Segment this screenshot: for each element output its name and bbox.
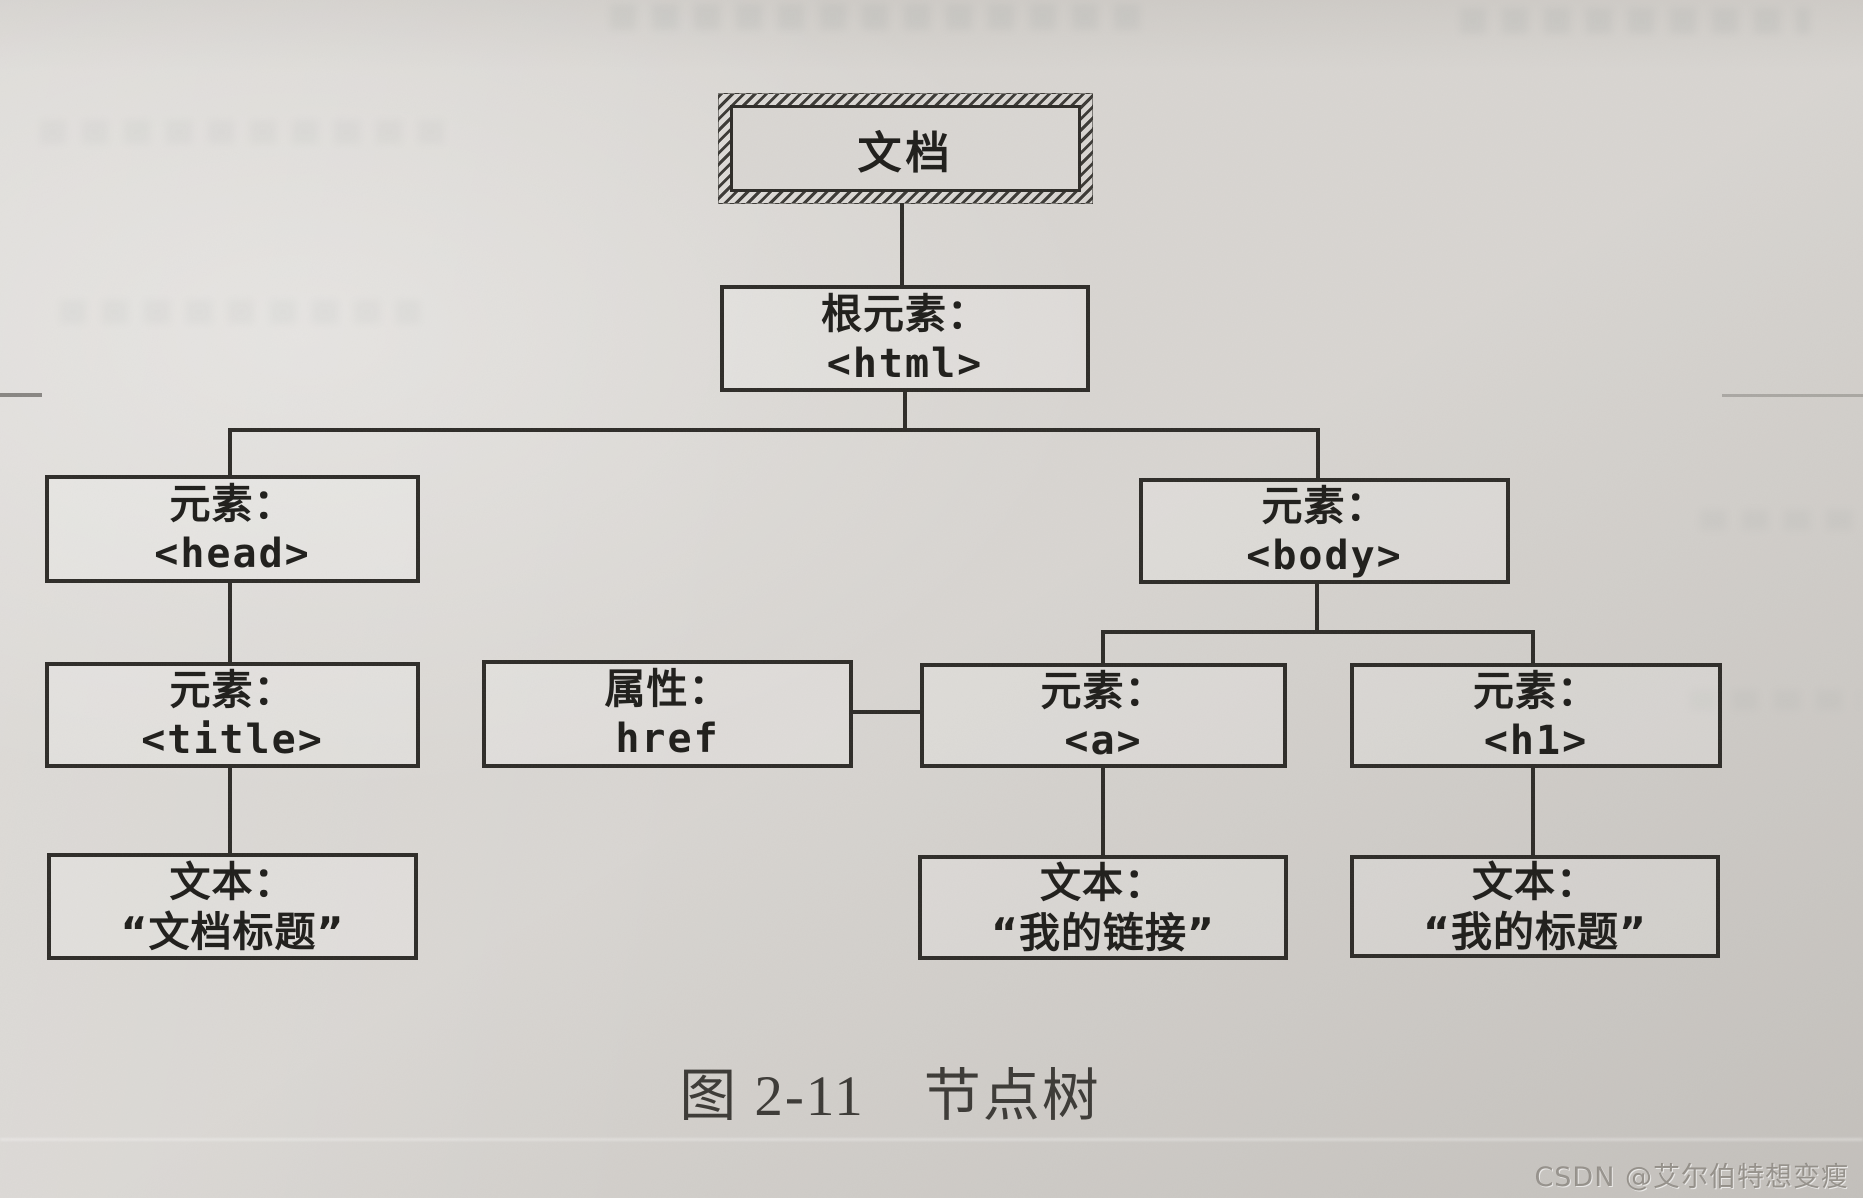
node-label: 元素： xyxy=(1261,482,1388,530)
connector-a-text xyxy=(1101,768,1105,855)
connector-title-text xyxy=(228,768,232,853)
node-h1-element: 元素： <h1> xyxy=(1350,663,1722,768)
node-attr-href: 属性： href xyxy=(482,660,853,768)
branch-line-body-children xyxy=(1101,630,1535,634)
node-label: 根元素： xyxy=(821,289,989,338)
node-text-value: “我的链接” xyxy=(991,908,1215,957)
connector-attr-a xyxy=(853,710,920,714)
node-root-element: 根元素： <html> xyxy=(720,285,1090,392)
page-crease xyxy=(0,1138,1863,1141)
node-tag: <html> xyxy=(826,340,984,387)
connector-h1-text xyxy=(1531,768,1535,855)
node-label: 文本： xyxy=(1040,858,1166,907)
watermark: CSDN @艾尔伯特想变瘦 xyxy=(1534,1162,1849,1193)
node-tag: <head> xyxy=(154,531,311,577)
node-label: 元素： xyxy=(169,666,296,714)
connector-document-root xyxy=(900,203,904,287)
node-text-my-title: 文本： “我的标题” xyxy=(1350,855,1720,958)
page-edge-mark xyxy=(1722,394,1863,397)
node-tag: <title> xyxy=(141,717,324,763)
page-edge-mark xyxy=(0,393,42,397)
node-text-value: “我的标题” xyxy=(1423,907,1647,956)
node-label: 属性： xyxy=(604,665,731,713)
node-text-doc-title: 文本： “文档标题” xyxy=(47,853,418,960)
ghost-text-band xyxy=(1700,510,1860,530)
node-a-element: 元素： <a> xyxy=(920,663,1287,768)
node-label: 文本： xyxy=(1472,857,1598,906)
node-document: 文档 xyxy=(718,93,1093,204)
connector-branch-h1 xyxy=(1531,630,1535,663)
node-tag: <h1> xyxy=(1483,717,1589,764)
node-label: 元素： xyxy=(169,480,296,528)
node-label: 元素： xyxy=(1040,666,1167,715)
node-body-element: 元素： <body> xyxy=(1139,478,1510,584)
connector-root-branch xyxy=(903,392,907,430)
node-head-element: 元素： <head> xyxy=(45,475,420,583)
connector-body-branch xyxy=(1315,584,1319,630)
connector-branch-body xyxy=(1316,428,1320,478)
node-tag: <a> xyxy=(1064,717,1143,764)
node-tag: <body> xyxy=(1246,533,1403,579)
node-document-label: 文档 xyxy=(730,105,1081,192)
branch-line-root-children xyxy=(228,428,1320,432)
ghost-text-band xyxy=(610,4,1150,30)
node-label: 元素： xyxy=(1473,666,1599,715)
node-title-element: 元素： <title> xyxy=(45,662,420,768)
figure-caption: 图 2-11 节点树 xyxy=(679,1065,1101,1128)
node-text-value: “文档标题” xyxy=(120,907,345,956)
connector-head-title xyxy=(228,583,232,662)
node-text-my-link: 文本： “我的链接” xyxy=(918,855,1288,960)
node-tag: href xyxy=(615,716,720,762)
ghost-text-band xyxy=(1460,8,1810,34)
ghost-text-band xyxy=(40,120,460,144)
node-label: 文本： xyxy=(169,857,296,906)
connector-branch-head xyxy=(228,428,232,475)
connector-branch-a xyxy=(1101,630,1105,663)
ghost-text-band xyxy=(60,300,420,324)
